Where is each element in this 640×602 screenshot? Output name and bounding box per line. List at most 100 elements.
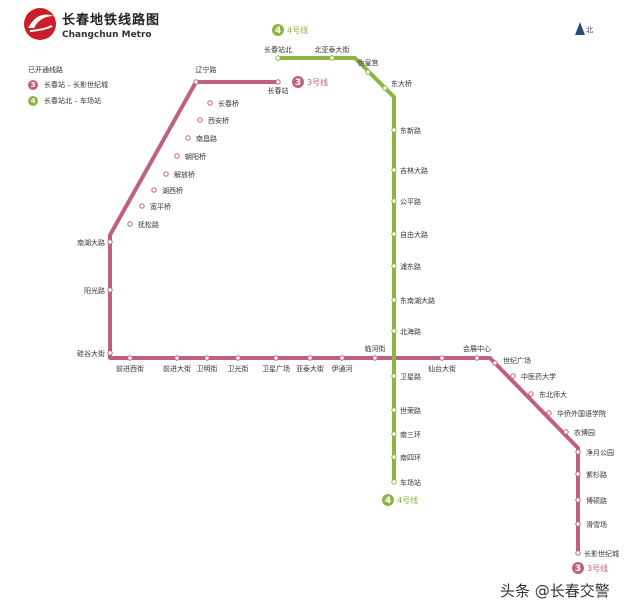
map-subtitle: Changchun Metro <box>62 30 152 40</box>
line3-station-label: 华侨外国语学院 <box>557 409 606 418</box>
line3-station-label: 中医药大学 <box>521 372 556 381</box>
line4-station-label: 公平路 <box>400 197 421 206</box>
line3-station-label: 辽宁路 <box>196 65 217 74</box>
line3-station-dot <box>163 171 169 177</box>
line3-station-dot <box>339 355 345 361</box>
line4-station-dot <box>391 167 397 173</box>
line4-station-label: 车场站 <box>400 478 421 487</box>
line3-station-label: 前进西街 <box>116 364 144 373</box>
logo <box>24 8 56 40</box>
line3-station-dot <box>174 153 180 159</box>
line4-station-dot <box>391 231 397 237</box>
line3-name: 3号线 <box>587 563 608 573</box>
legend-label: 长春站 – 长影世纪城 <box>44 81 108 89</box>
legend-item-line3: 3 长春站 – 长影世纪城 <box>28 80 108 90</box>
line3-station-dot <box>510 373 516 379</box>
line3-station-label: 临河街 <box>365 344 386 353</box>
line4-station-dot <box>391 373 397 379</box>
line3-station-label: 仙台大街 <box>428 364 456 373</box>
line3-station-label: 湖西桥 <box>162 186 183 195</box>
line4-station-label: 吉林大路 <box>400 166 428 175</box>
line3-station-dot <box>273 355 279 361</box>
line3-station-label: 长影世纪城 <box>584 549 619 558</box>
line4-station-label: 东南湖大路 <box>400 296 435 305</box>
line3-station-dot <box>439 355 445 361</box>
line4-station-label: 东大桥 <box>391 79 412 88</box>
line3-name: 3号线 <box>307 77 328 87</box>
line4-station-dot <box>391 263 397 269</box>
line3-station-label: 前进大街 <box>163 364 191 373</box>
line4-station-dot <box>391 127 397 133</box>
line4-station-label: 长春站北 <box>264 45 292 54</box>
line3-station-label: 宽平桥 <box>150 202 171 211</box>
line3-station-label: 农博园 <box>574 428 595 437</box>
line4-track <box>278 56 396 482</box>
line3-station-dot <box>207 100 213 106</box>
line3-station-label: 净月公园 <box>586 448 614 457</box>
legend-title: 已开通线路 <box>28 66 63 74</box>
line3-station-dot <box>127 221 133 227</box>
line3-station-label: 卫明街 <box>197 364 218 373</box>
line3-station-dot <box>528 391 534 397</box>
line4-station-dot <box>329 55 335 61</box>
line3-track <box>108 80 580 553</box>
line3-station-label: 西安桥 <box>208 116 229 125</box>
line4-station-dot <box>391 454 397 460</box>
line4-station-dot <box>391 479 397 485</box>
line4-station-label: 东新路 <box>400 126 421 135</box>
north-arrow-icon <box>575 22 585 35</box>
line3-station-label: 卫星广场 <box>262 364 290 373</box>
line4-station-dot <box>365 69 371 75</box>
line4-badge: 4 <box>28 96 38 106</box>
line4-station-dot <box>275 55 281 61</box>
line4-station-label: 世荣路 <box>400 406 421 415</box>
line3-station-dot <box>492 360 498 366</box>
line4-station-dot <box>391 431 397 437</box>
line3-station-dot <box>575 497 581 503</box>
line4-station-dot <box>391 407 397 413</box>
line4-station-label: 南四环 <box>400 453 421 462</box>
line3-badge: 3 <box>28 80 38 90</box>
line4-station-label: 北亚泰大街 <box>315 45 350 54</box>
line3-station-label: 硅谷大街 <box>77 349 105 358</box>
line3-station-label: 博硕路 <box>586 496 607 505</box>
line3-station-dot <box>107 350 113 356</box>
map-title: 长春地铁线路图 <box>62 13 161 28</box>
line3-station-dot <box>139 203 145 209</box>
line4-station-label: 浦东路 <box>400 262 421 271</box>
line3-station-label: 会展中心 <box>463 344 491 353</box>
line3-station-dot <box>563 429 569 435</box>
line3-station-label: 朝阳桥 <box>185 152 206 161</box>
line3-station-dot <box>575 550 581 556</box>
line4-number: 4 <box>385 496 391 506</box>
line3-station-dot <box>193 79 199 85</box>
line4-station-dot <box>382 85 388 91</box>
line3-station-label: 南昌路 <box>196 134 217 143</box>
line3-station-label: 世纪广场 <box>503 356 531 365</box>
line3-station-label: 伊通河 <box>332 364 353 373</box>
line4-name: 4号线 <box>287 25 308 35</box>
line3-station-label: 东北师大 <box>539 390 567 399</box>
line3-station-dot <box>197 117 203 123</box>
line3-station-label: 长春站 <box>268 86 289 95</box>
line3-station-label: 亚泰大街 <box>296 364 324 373</box>
line4-number-badge <box>382 494 394 506</box>
line4-number-badge <box>272 24 284 36</box>
legend-label: 长春站北 – 车场站 <box>44 97 101 105</box>
line3-station-label: 长春桥 <box>218 99 239 108</box>
line3-station-dot <box>575 471 581 477</box>
line3-station-label: 卫光街 <box>228 364 249 373</box>
line3-station-label: 抚松路 <box>138 220 159 229</box>
line4-station-label: 北海路 <box>400 327 421 336</box>
line3-station-dot <box>107 239 113 245</box>
line3-station-dot <box>127 355 133 361</box>
line3-station-label: 紫杉路 <box>586 470 607 479</box>
line3-station-dot <box>372 355 378 361</box>
line3-number: 3 <box>295 78 301 88</box>
line3-station-dot <box>307 355 313 361</box>
line3-station-label: 南湖大路 <box>77 238 105 247</box>
line3-station-dot <box>474 355 480 361</box>
line4-station-label: 自由大路 <box>400 230 428 239</box>
line4-station-label: 卫星路 <box>400 372 421 381</box>
